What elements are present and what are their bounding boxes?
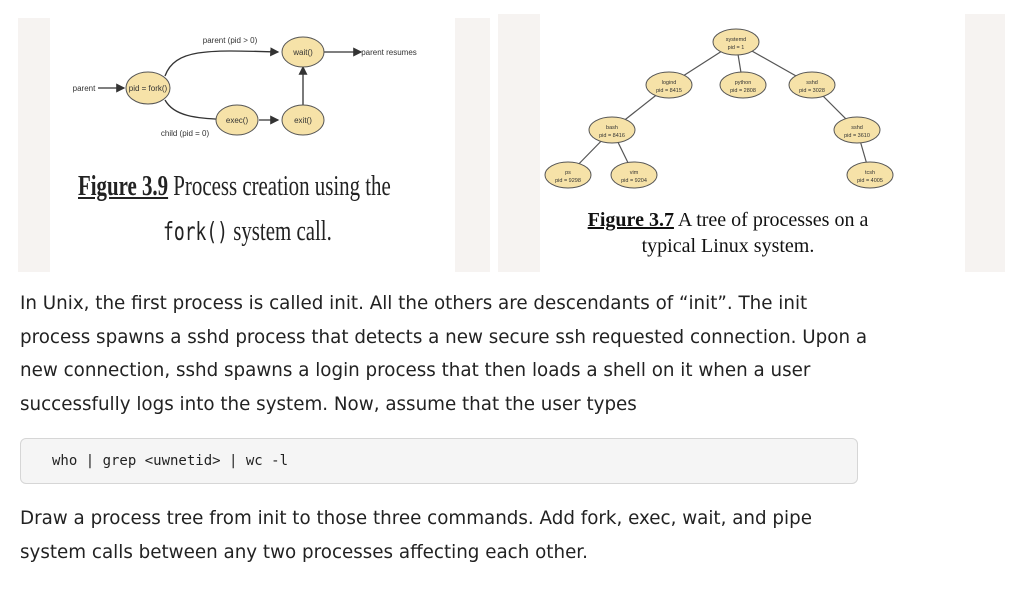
tree-node-logind: logind pid = 8415	[645, 71, 693, 99]
child-branch-label: child (pid = 0)	[161, 129, 210, 138]
figure-3-7-caption: Figure 3.7 A tree of processes on a typi…	[518, 207, 938, 259]
caption-code: fork()	[163, 217, 229, 246]
process-tree-diagram: systemd pid = 1 logind pid = 8415 python pid …	[544, 28, 894, 189]
figure-label: Figure 3.9	[78, 170, 169, 202]
node-pid: pid = 8416	[599, 133, 625, 139]
tree-node-ps: ps pid = 9298	[544, 161, 592, 189]
node-pid: pid = 9298	[555, 178, 581, 184]
tree-node-bash: bash pid = 8416	[588, 116, 636, 144]
fork-diagram: parent parent (pid > 0) child (pid = 0) …	[73, 36, 417, 138]
tree-node-systemd: systemd pid = 1	[712, 28, 760, 56]
parent-label: parent	[73, 84, 96, 93]
tree-node-sshd: sshd pid = 3610	[833, 116, 881, 144]
node-ellipse	[610, 161, 658, 189]
tree-node-python: python pid = 2808	[719, 71, 767, 99]
node-name: tcsh	[865, 170, 875, 176]
caption-line-2: typical Linux system.	[641, 235, 815, 257]
node-ellipse	[846, 161, 894, 189]
node-exec: exec()	[226, 116, 249, 125]
caption-line-2: system call.	[228, 215, 332, 247]
node-name: bash	[606, 125, 618, 131]
node-pid: pid = 1	[728, 45, 745, 51]
parent-resumes-label: parent resumes	[361, 48, 417, 57]
node-ellipse	[645, 71, 693, 99]
node-name: systemd	[726, 37, 746, 43]
node-ellipse	[788, 71, 836, 99]
node-pid: pid = 4005	[857, 178, 883, 184]
figure-3-9: parent parent (pid > 0) child (pid = 0) …	[50, 18, 455, 272]
tree-node-vim: vim pid = 9204	[610, 161, 658, 189]
code-text: who | grep <uwnetid> | wc -l	[52, 453, 289, 469]
node-name: logind	[662, 80, 677, 86]
node-pid: pid = 3028	[799, 88, 825, 94]
caption-line-1: A tree of processes on a	[673, 209, 869, 231]
figure-label: Figure 3.7	[587, 209, 674, 231]
question-paragraph: Draw a process tree from init to those t…	[20, 508, 812, 563]
intro-paragraph: In Unix, the first process is called ini…	[20, 293, 868, 415]
code-block: who | grep <uwnetid> | wc -l	[20, 438, 858, 484]
tree-node-tcsh: tcsh pid = 4005	[846, 161, 894, 189]
figure-3-9-caption-2: fork() system call.	[163, 215, 332, 248]
node-name: sshd	[806, 80, 818, 86]
node-pid: pid = 3610	[844, 133, 870, 139]
node-ellipse	[712, 28, 760, 56]
node-ellipse	[588, 116, 636, 144]
figure-3-9-caption: Figure 3.9 Process creation using the	[78, 170, 391, 203]
node-exit: exit()	[294, 116, 312, 125]
node-ellipse	[719, 71, 767, 99]
node-pid: pid = 2808	[730, 88, 756, 94]
node-ellipse	[833, 116, 881, 144]
node-name: sshd	[851, 125, 863, 131]
parent-branch-label: parent (pid > 0)	[203, 36, 258, 45]
node-name: ps	[565, 170, 571, 176]
figure-3-7: systemd pid = 1 logind pid = 8415 python pid …	[540, 14, 965, 272]
node-fork: pid = fork()	[129, 84, 168, 93]
node-ellipse	[544, 161, 592, 189]
node-pid: pid = 9204	[621, 178, 647, 184]
node-wait: wait()	[292, 48, 313, 57]
node-name: vim	[630, 170, 639, 176]
node-name: python	[735, 80, 752, 86]
tree-node-sshd: sshd pid = 3028	[788, 71, 836, 99]
node-pid: pid = 8415	[656, 88, 682, 94]
caption-line-1: Process creation using the	[168, 170, 391, 202]
